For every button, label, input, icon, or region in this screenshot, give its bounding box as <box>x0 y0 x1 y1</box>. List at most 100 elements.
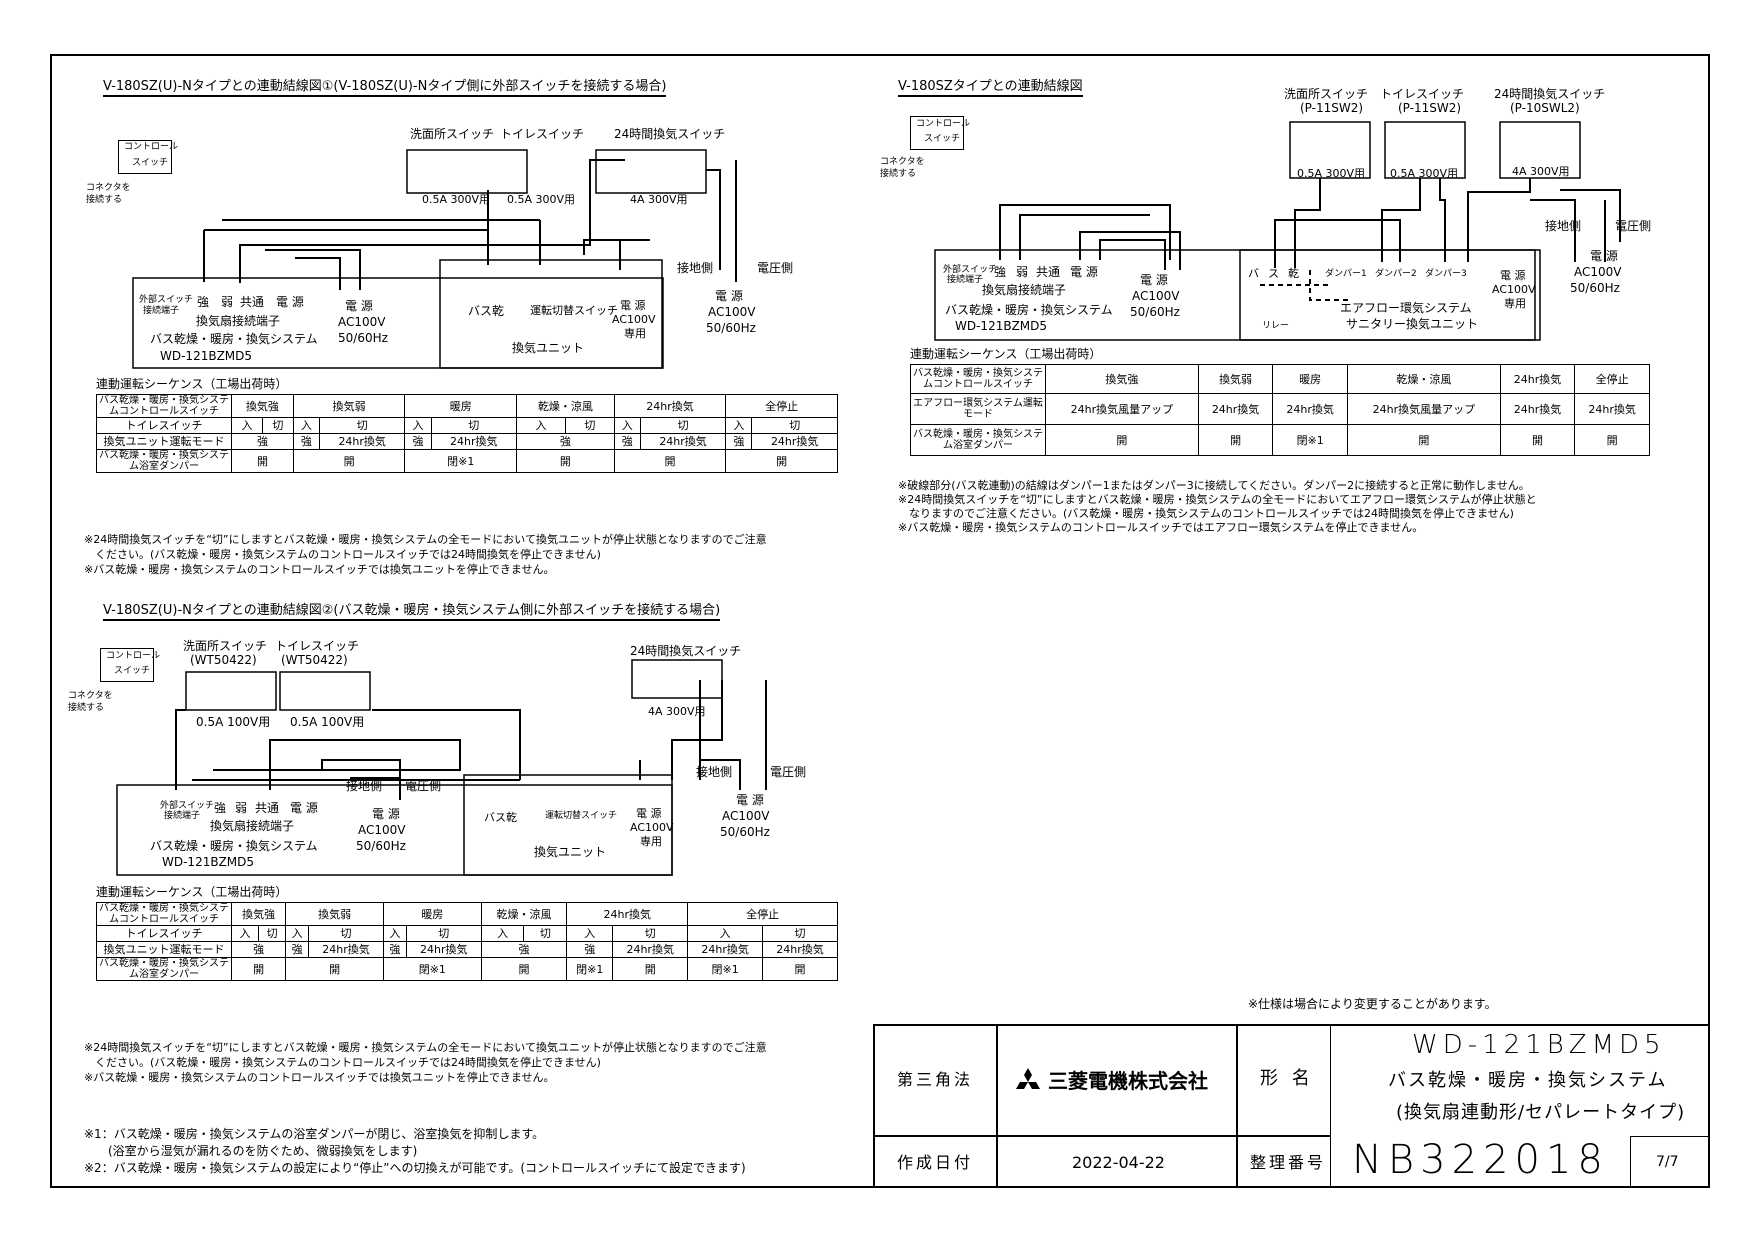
volt-side-2b: 電圧側 <box>770 765 807 779</box>
seq1-col3: 暖房 <box>404 394 518 418</box>
tb-page-cell <box>1630 1136 1710 1188</box>
h24-rating-3: 4A 300V用 <box>1512 165 1570 178</box>
seq3-cell: 24hr換気 <box>1499 393 1576 425</box>
sequence-table-1: バス乾燥・暖房・換気システムコントロールスイッチ 換気強 換気弱 暖房 乾燥・涼… <box>96 394 838 473</box>
seq3-col4: 乾燥・涼風 <box>1346 364 1501 394</box>
connector-note-d2: コネクタを <box>68 691 113 701</box>
control-switch-label-d2: コントロール <box>106 651 161 661</box>
unit-power-dedicated-d3: 専用 <box>1504 297 1526 310</box>
seq3-cell: 24hr換気 <box>1574 393 1650 425</box>
seq2-r1h: トイレスイッチ <box>96 925 232 942</box>
seq3-cell: 開 <box>1045 424 1199 456</box>
system-label-d3: バス乾燥・暖房・換気システム <box>945 303 1113 317</box>
seq1-cell: 開 <box>725 449 838 473</box>
control-switch-label-d3: コントロール <box>916 119 971 129</box>
h24-switch-model-3: (P-10SWL2) <box>1510 101 1580 115</box>
seq3-col5: 24hr換気 <box>1499 364 1576 394</box>
seq2-cell: 入 <box>382 925 407 942</box>
fan-terminal-label-d3: 換気扇接続端子 <box>982 283 1067 297</box>
ext-terminal2: 接続端子 <box>143 306 180 316</box>
seq1-cell: 開 <box>613 449 727 473</box>
seq1-cell: 強 <box>231 433 294 450</box>
note2-1: ※24時間換気スイッチを“切”にしますとバス乾燥・暖房・換気システムの全モードに… <box>84 1041 767 1054</box>
control-switch-box-3 <box>910 116 964 150</box>
power2-freq-d3: 50/60Hz <box>1570 281 1620 295</box>
seq1-cell: 入 <box>725 417 753 434</box>
tb-model-label-cell <box>1237 1024 1331 1136</box>
seq1-r1h: トイレスイッチ <box>96 417 232 434</box>
tb-num-label-cell <box>1237 1136 1331 1188</box>
model-label-d3: WD-121BZMD5 <box>955 319 1048 333</box>
seq2-cell: 閉※1 <box>382 957 482 981</box>
unit-label-d2: 換気ユニット <box>534 845 607 859</box>
seq1-cell: 閉※1 <box>404 449 518 473</box>
power-label: 電 源 <box>345 299 373 313</box>
seq3-cell: 24hr換気風量アップ <box>1346 393 1501 425</box>
seq2-cell: 入 <box>285 925 310 942</box>
seq3-cell: 開 <box>1574 424 1650 456</box>
seq1-cell: 強 <box>725 433 753 450</box>
power2-volt-d3: AC100V <box>1574 265 1622 279</box>
seq1-cell: 24hr換気 <box>751 433 838 450</box>
power-volt: AC100V <box>338 315 386 329</box>
seq3-title: 連動運転シーケンス（工場出荷時） <box>910 347 1102 361</box>
fan-term-common: 共通 <box>240 295 265 309</box>
seq2-r3h: バス乾燥・暖房・換気システム浴室ダンパー <box>96 957 232 981</box>
toilet-switch-label-2: トイレスイッチ <box>275 639 360 653</box>
unit-name-3b: サニタリー換気ユニット <box>1346 317 1479 331</box>
seq2-col2: 換気弱 <box>285 902 384 926</box>
seq1-cell: 開 <box>292 449 406 473</box>
control-switch-box-2 <box>100 648 154 682</box>
ground-side-2b: 接地側 <box>696 765 733 779</box>
note2-2: ください。(バス乾燥・暖房・換気システムのコントロールスイッチでは24時間換気を… <box>84 1056 601 1069</box>
h24-rating: 4A 300V用 <box>630 193 688 206</box>
tb-date-cell <box>997 1136 1237 1188</box>
power-volt-d3: AC100V <box>1132 289 1180 303</box>
seq1-cell: 切 <box>751 417 838 434</box>
fan-term-strong: 強 <box>197 295 210 309</box>
power2-freq: 50/60Hz <box>706 321 756 335</box>
unit-label: 換気ユニット <box>512 341 585 355</box>
toilet-rating-2: 0.5A 100V用 <box>290 715 365 729</box>
seq1-title: 連動運転シーケンス（工場出荷時） <box>96 377 288 391</box>
seq2-cell: 24hr換気 <box>308 941 384 958</box>
wash-rating-3: 0.5A 300V用 <box>1297 167 1366 180</box>
note3-4: ※バス乾燥・暖房・換気システムのコントロールスイッチではエアフロー環気システムを… <box>898 521 1424 534</box>
damper-2: ダンパー2 <box>1375 269 1417 279</box>
seq3-r2h: バス乾燥・暖房・換気システム浴室ダンパー <box>910 424 1046 456</box>
footnote-1b: (浴室から湿気が漏れるのを防ぐため、微弱換気をします) <box>84 1144 418 1158</box>
wash-rating-2: 0.5A 100V用 <box>196 715 271 729</box>
seq3-cell: 開 <box>1499 424 1576 456</box>
model-label-d2: WD-121BZMD5 <box>162 855 255 869</box>
unit-power-volt-d3: AC100V <box>1492 283 1536 296</box>
ground-side: 接地側 <box>677 261 714 275</box>
bath-label: バス乾 <box>468 304 505 318</box>
product-subname: (換気扇連動形/セパレートタイプ) <box>1396 1102 1686 1123</box>
seq1-header: バス乾燥・暖房・換気システムコントロールスイッチ <box>96 394 232 418</box>
note3-1: ※破線部分(バス乾連動)の結線はダンパー1またはダンパー3に接続してください。ダ… <box>898 479 1530 492</box>
seq2-cell: 強 <box>382 941 407 958</box>
seq1-col1: 換気強 <box>231 394 294 418</box>
damper-1: ダンパー1 <box>1325 269 1367 279</box>
seq1-col5: 24hr換気 <box>613 394 727 418</box>
volt-side-2: 電圧側 <box>405 779 442 793</box>
seq2-cell: 入 <box>687 925 764 942</box>
wash-rating: 0.5A 300V用 <box>422 193 491 206</box>
seq2-col3: 暖房 <box>382 902 482 926</box>
seq1-r3h: バス乾燥・暖房・換気システム浴室ダンパー <box>96 449 232 473</box>
number-label: 整理番号 <box>1250 1153 1327 1172</box>
wash-switch-model-2: (WT50422) <box>190 653 257 667</box>
power-term-d2: 電 源 <box>290 801 318 815</box>
tb-projection-cell <box>873 1024 997 1136</box>
system-label: バス乾燥・暖房・換気システム <box>150 332 318 346</box>
connector-note2-d2: 接続する <box>68 703 105 713</box>
tb-company-cell <box>997 1024 1237 1136</box>
seq3-header: バス乾燥・暖房・換気システムコントロールスイッチ <box>910 364 1046 394</box>
toilet-switch-model-2: (WT50422) <box>281 653 348 667</box>
diagram2-title: V-180SZ(U)-Nタイプとの連動結線図②(バス乾燥・暖房・換気システム側に… <box>103 604 721 621</box>
unit-power: 電 源 <box>620 299 646 312</box>
seq3-col1: 換気強 <box>1045 364 1199 394</box>
seq2-cell: 開 <box>762 957 838 981</box>
seq1-col2: 換気弱 <box>292 394 406 418</box>
